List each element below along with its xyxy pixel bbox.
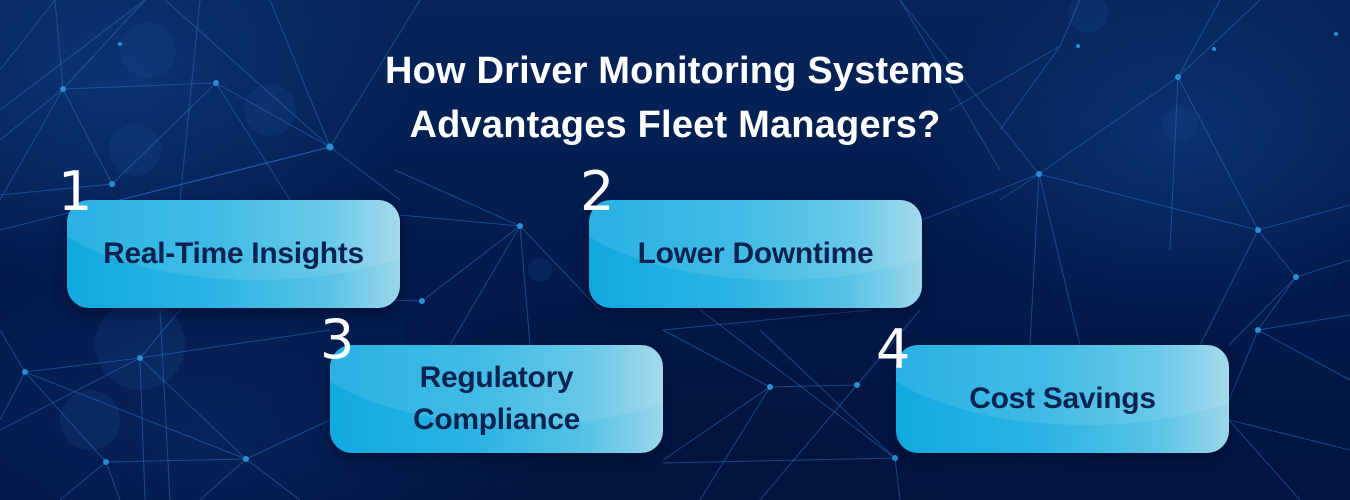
benefit-card-label-line-2: Compliance [412, 403, 581, 436]
step-number-2: 2 [580, 160, 615, 223]
step-number-3: 3 [320, 308, 355, 371]
title-line-2: Advantages Fleet Managers? [409, 104, 941, 146]
title-line-1: How Driver Monitoring Systems [384, 50, 966, 92]
step-number-1: 1 [58, 160, 93, 223]
step-number-4: 4 [876, 318, 911, 381]
benefit-card-real-time-insights[interactable]: Real-Time Insights [67, 200, 400, 308]
benefit-card-label: Lower Downtime [637, 237, 874, 270]
benefit-card-label: Regulatory Compliance [399, 357, 594, 441]
benefit-card-cost-savings[interactable]: Cost Savings [896, 345, 1229, 453]
benefit-card-label-line-1: Regulatory [419, 361, 574, 394]
page-title: How Driver Monitoring Systems Advantages… [0, 44, 1350, 152]
benefit-card-label: Cost Savings [969, 382, 1156, 415]
benefit-card-label: Real-Time Insights [103, 237, 364, 270]
benefit-card-lower-downtime[interactable]: Lower Downtime [589, 200, 922, 308]
benefit-card-regulatory-compliance[interactable]: Regulatory Compliance [330, 345, 663, 453]
